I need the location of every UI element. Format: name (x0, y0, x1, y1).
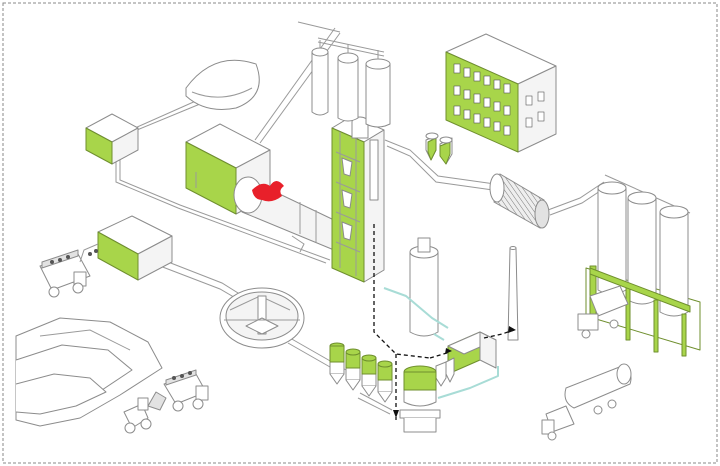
small-feed-house (85, 113, 139, 165)
raw-mill-silos (329, 342, 393, 403)
dump-truck-left (39, 249, 91, 298)
silo-loading-truck (577, 285, 629, 339)
dump-truck-bottom (163, 369, 209, 412)
raw-silo-4 (377, 360, 393, 403)
raw-material-stockpile (15, 317, 163, 427)
clinker-cooler-hoppers (425, 132, 453, 165)
filter-silo (409, 237, 439, 337)
circular-pre-homogenizing-store (219, 287, 305, 349)
flow-arrows (373, 224, 516, 420)
rotary-kiln (233, 176, 335, 253)
chimney-stack (507, 246, 519, 341)
teal-gas-ducts (383, 287, 499, 399)
bag-filter-unit (435, 331, 497, 387)
cement-tanker-truck (541, 363, 632, 441)
office-building (445, 33, 557, 153)
cement-mill-drum (489, 173, 550, 229)
preheater-tower (331, 115, 385, 283)
cement-storage-silos (585, 181, 701, 357)
raw-silo-3 (361, 354, 377, 397)
conveyor-lines (115, 21, 691, 415)
crusher-house (79, 215, 173, 281)
feed-station (399, 365, 441, 433)
kiln-flame (252, 181, 284, 202)
tall-silos (311, 37, 391, 128)
coal-pile (185, 59, 260, 110)
raw-silo-1 (329, 342, 345, 385)
office-windows (453, 63, 545, 136)
wheel-loader (123, 391, 167, 434)
raw-silo-2 (345, 348, 361, 391)
